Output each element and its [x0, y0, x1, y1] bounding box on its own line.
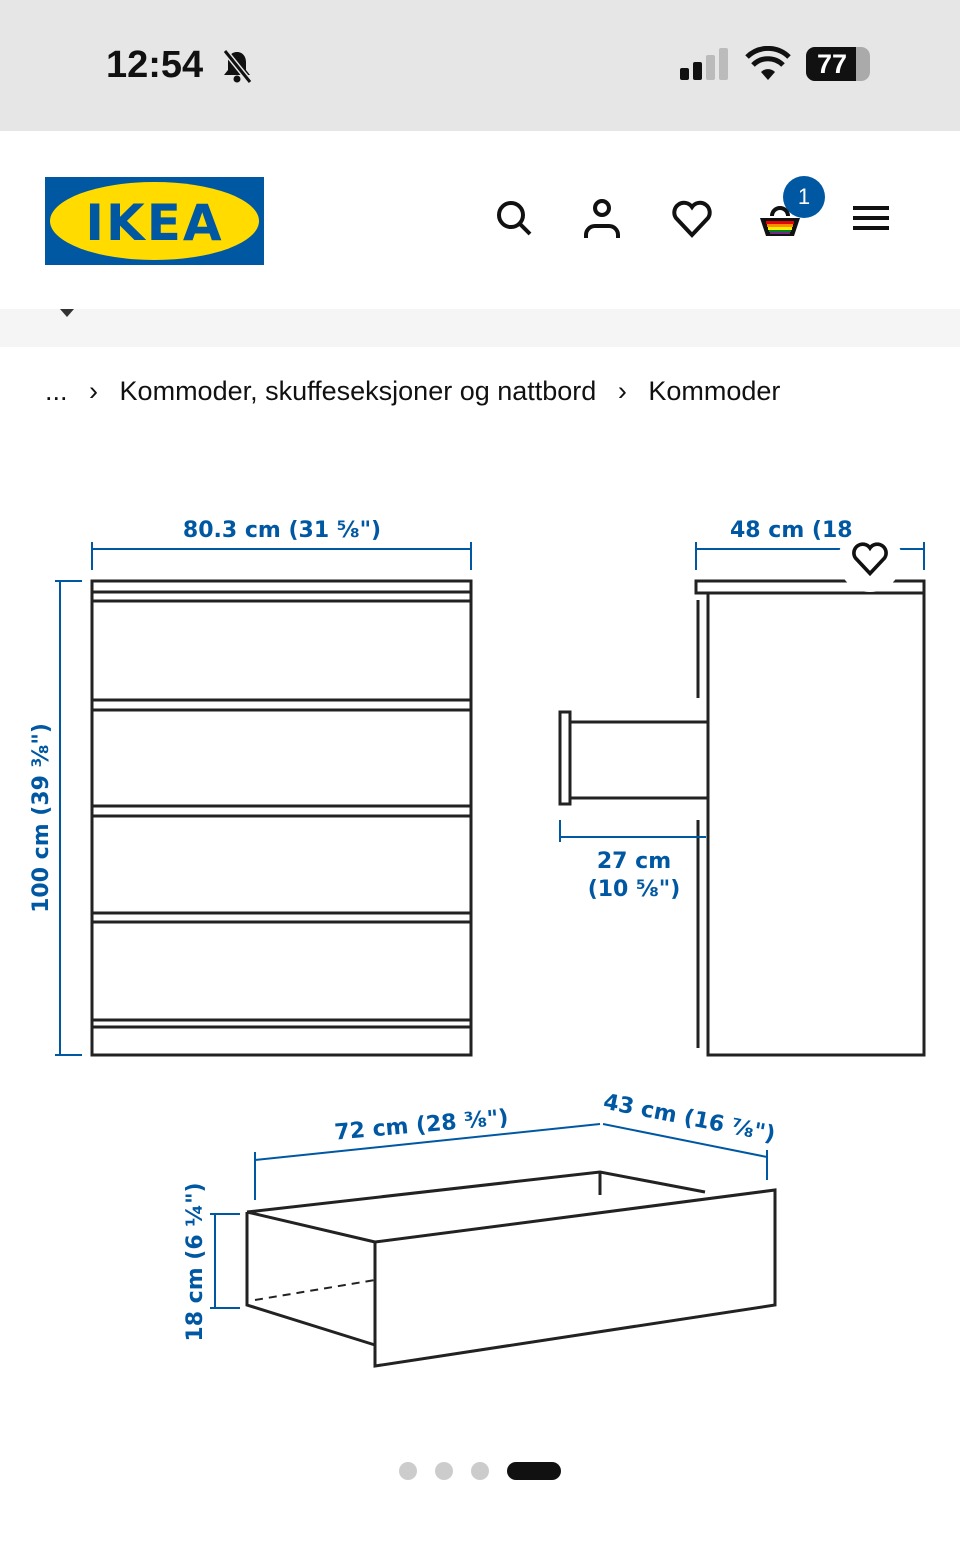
- carousel-dot-3[interactable]: [471, 1462, 489, 1480]
- site-header: IKEA 1: [0, 131, 960, 309]
- carousel-dot-2[interactable]: [435, 1462, 453, 1480]
- product-dimension-image[interactable]: 80.3 cm (31 ⅝") 48 cm (18 100 cm (39 ⅜")…: [0, 500, 960, 1400]
- carousel-indicator: [399, 1462, 561, 1480]
- menu-icon[interactable]: [849, 196, 893, 240]
- breadcrumb-separator: ›: [89, 376, 99, 406]
- drawer-extension-label: 27 cm: [597, 849, 671, 874]
- ikea-logo[interactable]: IKEA: [45, 177, 264, 265]
- drawer-drawing: [245, 1170, 777, 1368]
- drawer-depth-label: 43 cm (16 ⅞"): [601, 1090, 777, 1148]
- add-to-favourites-button[interactable]: [838, 528, 902, 592]
- breadcrumb-separator: ›: [617, 376, 627, 406]
- breadcrumb-item-category[interactable]: Kommoder, skuffeseksjoner og nattbord: [119, 376, 597, 406]
- breadcrumb-item-current[interactable]: Kommoder: [648, 376, 781, 406]
- battery-level: 77: [816, 49, 848, 79]
- search-icon[interactable]: [492, 196, 536, 240]
- bell-slash-icon: [222, 49, 253, 84]
- carousel-dot-1[interactable]: [399, 1462, 417, 1480]
- dresser-front-drawing: [90, 579, 473, 1057]
- drawer-extension-label-inches: (10 ⅝"): [588, 877, 681, 902]
- signal-icon: [680, 48, 728, 80]
- breadcrumb-more[interactable]: ...: [45, 376, 68, 406]
- cart-count-badge: 1: [783, 176, 825, 218]
- height-dimension-label: 100 cm (39 ⅜"): [29, 723, 54, 913]
- carousel-dot-4-active[interactable]: [507, 1462, 561, 1480]
- drawer-height-label: 18 cm (6 ¼"): [183, 1182, 208, 1341]
- sub-navigation-bar: [0, 309, 960, 347]
- cart-icon[interactable]: [758, 196, 802, 240]
- wifi-icon: [745, 46, 791, 80]
- dresser-side-drawing: [558, 579, 926, 1057]
- width-dimension-label: 80.3 cm (31 ⅝"): [183, 518, 381, 543]
- breadcrumb: ... › Kommoder, skuffeseksjoner og nattb…: [45, 376, 794, 407]
- battery-icon: 77: [806, 47, 870, 81]
- status-bar: 12:54 77: [0, 0, 960, 131]
- caret-down-icon[interactable]: [60, 309, 74, 318]
- depth-dimension-label: 48 cm (18: [730, 518, 853, 543]
- heart-icon: [852, 542, 888, 577]
- heart-icon[interactable]: [670, 196, 714, 240]
- clock: 12:54: [106, 44, 204, 86]
- drawer-width-label: 72 cm (28 ⅜"): [333, 1105, 509, 1145]
- user-icon[interactable]: [580, 196, 624, 240]
